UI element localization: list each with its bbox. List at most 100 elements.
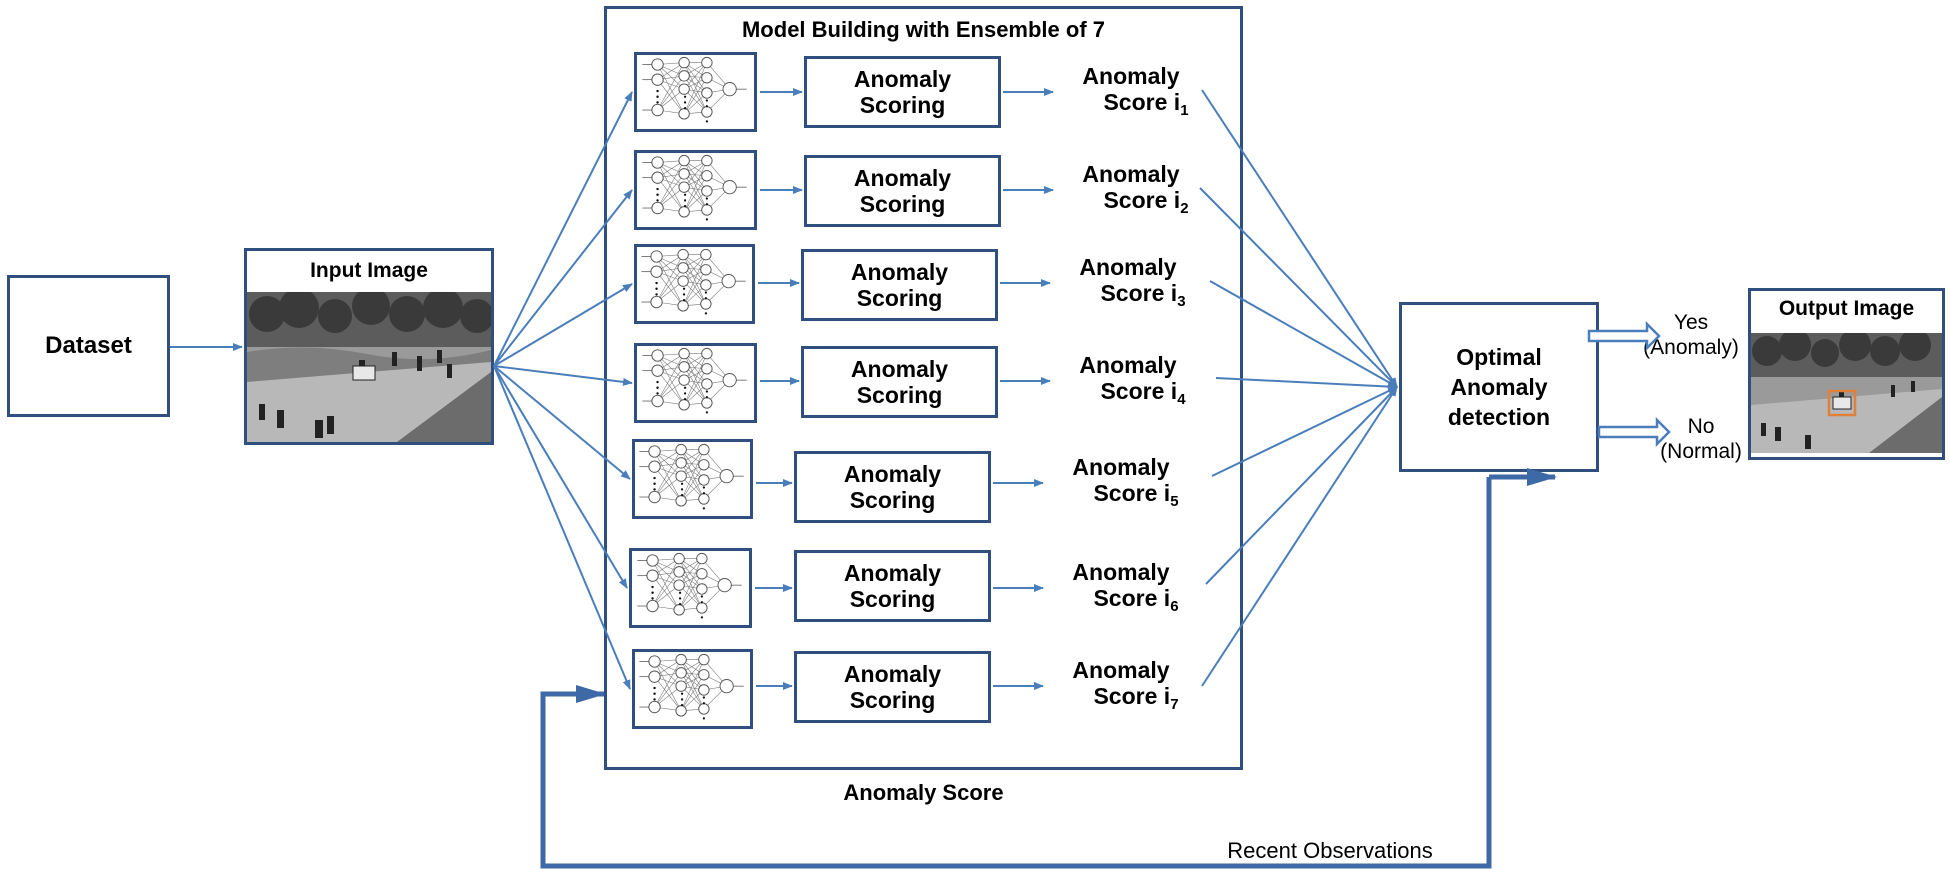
- feedback-loop-line: [540, 477, 1492, 869]
- score-index: i: [1170, 280, 1178, 306]
- input-image-scene: [247, 292, 491, 442]
- score-subscript: 4: [1177, 391, 1186, 408]
- feedback-label: Recent Observations: [1227, 838, 1433, 863]
- outcome-no-label: No: [1687, 415, 1715, 438]
- score-index: i: [1173, 89, 1181, 115]
- input-to-model-arrow: [493, 365, 631, 480]
- score-subscript: 5: [1170, 493, 1179, 510]
- input-to-model-arrow: [493, 365, 633, 386]
- model-network-box: [629, 548, 752, 628]
- ensemble-footer-label: Anomaly Score: [843, 780, 1004, 805]
- input-to-model-arrow: [493, 91, 633, 367]
- score-label-line-1: Anomaly: [1072, 657, 1170, 683]
- score-to-detection-arrow: [1215, 377, 1398, 391]
- scoring-label-line-2: Scoring: [856, 382, 943, 408]
- input-to-model-arrow: [493, 365, 631, 690]
- optimal-detection-box: Optimal Anomaly detection: [1399, 302, 1599, 472]
- no-outcome-arrow: [1597, 416, 1671, 448]
- score-label-line-2: Score i4: [1038, 378, 1218, 413]
- optimal-line-1: Optimal: [1456, 344, 1542, 370]
- ensemble-title: Model Building with Ensemble of 7: [741, 17, 1105, 42]
- score-subscript: 3: [1177, 293, 1186, 310]
- score-word: Score: [1103, 187, 1168, 213]
- scoring-label-line-1: Anomaly: [843, 661, 942, 687]
- model-network-box: [634, 52, 757, 132]
- score-to-detection-arrow: [1199, 187, 1398, 388]
- neural-network-icon: [637, 552, 742, 619]
- model-network-box: [634, 150, 757, 230]
- score-index: i: [1163, 683, 1171, 709]
- ensemble-container: Model Building with Ensemble of 7: [604, 6, 1243, 770]
- neural-network-icon: [642, 347, 747, 414]
- score-label-line-1: Anomaly: [1082, 161, 1180, 187]
- model-network-box: [634, 244, 755, 324]
- score-to-detection-arrow: [1209, 280, 1398, 388]
- optimal-line-3: detection: [1447, 404, 1551, 430]
- score-subscript: 2: [1180, 200, 1189, 217]
- outcome-yes-detail: (Anomaly): [1643, 336, 1739, 360]
- neural-network-icon: [639, 443, 744, 510]
- score-label-line-2: Score i6: [1031, 585, 1211, 620]
- score-to-detection-arrow: [1211, 386, 1398, 477]
- scoring-label-line-1: Anomaly: [850, 259, 949, 285]
- score-label-line-1: Anomaly: [1079, 352, 1177, 378]
- model-network-box: [634, 343, 757, 423]
- score-word: Score: [1093, 480, 1158, 506]
- score-word: Score: [1100, 280, 1165, 306]
- input-to-model-arrow: [493, 283, 633, 367]
- score-to-detection-arrow: [1201, 89, 1398, 388]
- score-label-line-2: Score i1: [1041, 89, 1221, 124]
- input-to-model-arrow: [493, 365, 628, 589]
- score-word: Score: [1093, 585, 1158, 611]
- outcome-no: No (Normal): [1646, 414, 1756, 464]
- score-index: i: [1163, 480, 1171, 506]
- scoring-label-line-2: Scoring: [856, 285, 943, 311]
- scoring-label-line-1: Anomaly: [850, 356, 949, 382]
- scoring-label-line-2: Scoring: [859, 191, 946, 217]
- score-index: i: [1163, 585, 1171, 611]
- score-label-line-1: Anomaly: [1072, 559, 1170, 585]
- input-image-box: Input Image: [244, 248, 494, 445]
- score-to-detection-arrow: [1205, 386, 1398, 585]
- neural-network-icon: [642, 154, 747, 221]
- score-word: Score: [1103, 89, 1168, 115]
- score-label-line-2: Score i3: [1038, 280, 1218, 315]
- score-index: i: [1173, 187, 1181, 213]
- score-label-line-1: Anomaly: [1079, 254, 1177, 280]
- neural-network-icon: [641, 248, 746, 315]
- scoring-label-line-1: Anomaly: [853, 165, 952, 191]
- yes-outcome-arrow: [1587, 320, 1661, 352]
- input-image-title: Input Image: [310, 259, 428, 282]
- output-image-scene: [1751, 333, 1942, 453]
- outcome-no-detail: (Normal): [1660, 440, 1742, 464]
- neural-network-icon: [639, 653, 744, 720]
- scoring-label-line-2: Scoring: [849, 586, 936, 612]
- score-subscript: 1: [1180, 102, 1189, 119]
- score-index: i: [1170, 378, 1178, 404]
- score-subscript: 7: [1170, 696, 1179, 713]
- scoring-label-line-2: Scoring: [849, 487, 936, 513]
- score-label-line-2: Score i2: [1041, 187, 1221, 222]
- score-word: Score: [1100, 378, 1165, 404]
- scoring-label-line-1: Anomaly: [853, 66, 952, 92]
- anomaly-detection-marker: [1827, 389, 1857, 417]
- dataset-box: Dataset: [7, 275, 170, 417]
- score-label-line-2: Score i5: [1031, 480, 1211, 515]
- model-network-box: [632, 439, 753, 519]
